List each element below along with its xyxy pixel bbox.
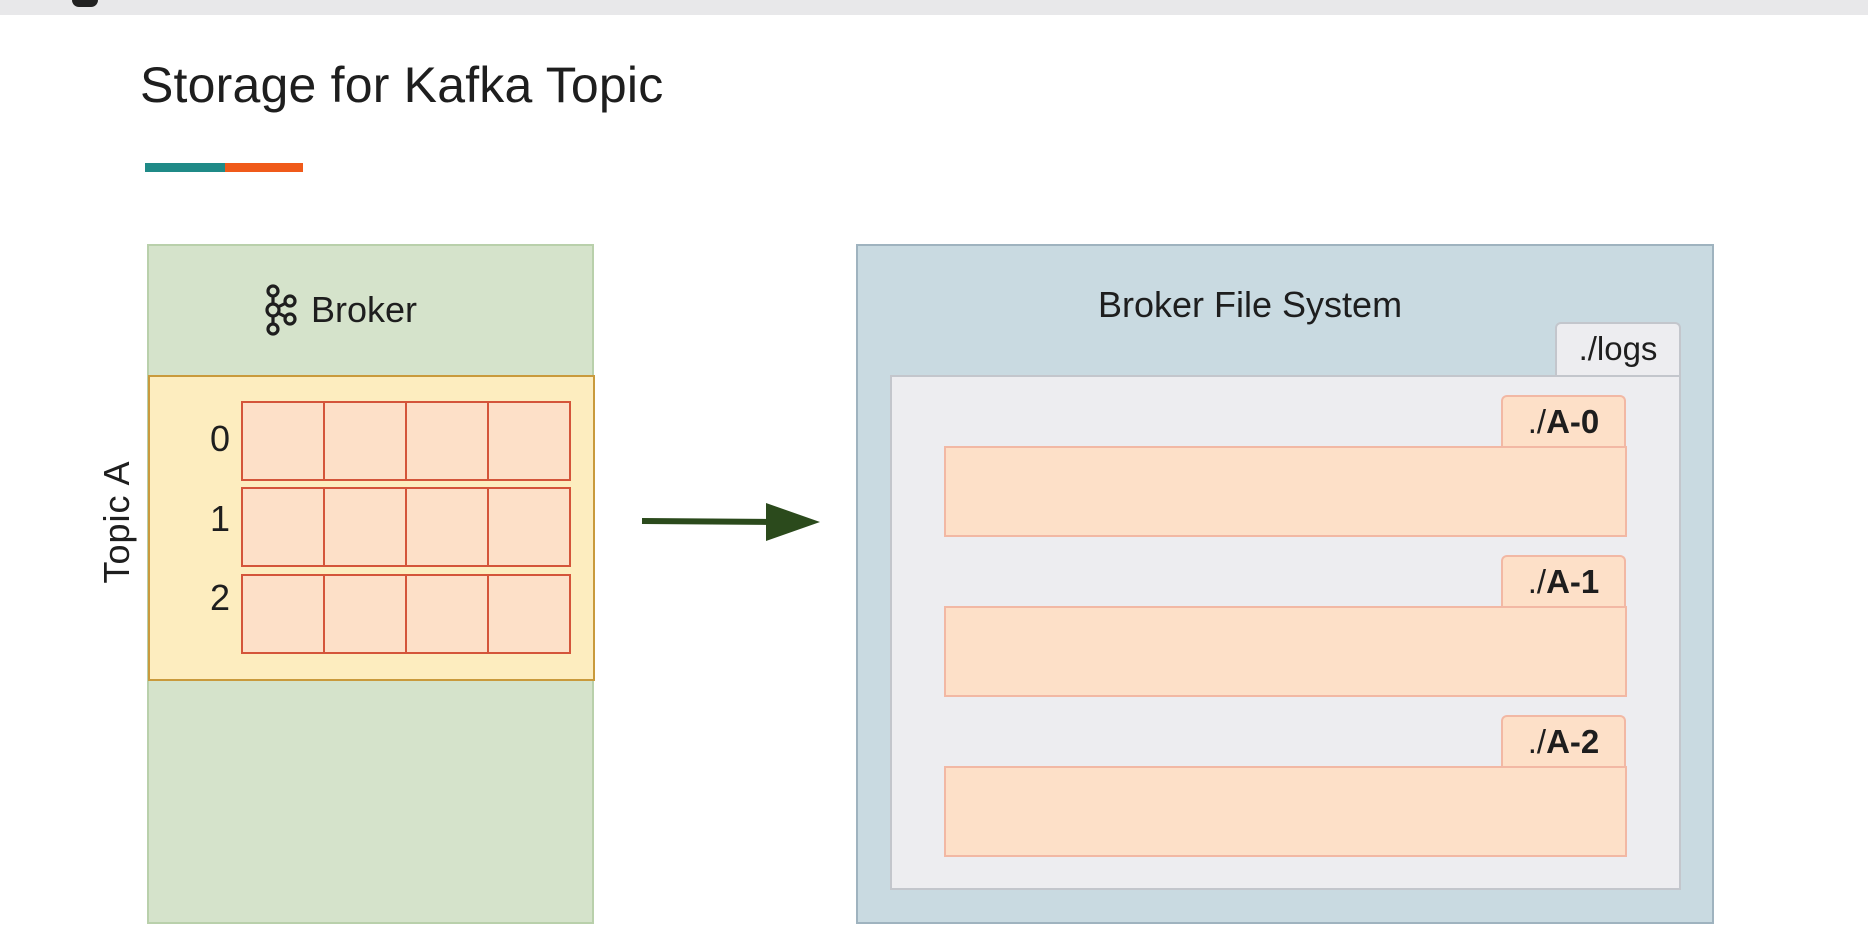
partition-cell — [325, 576, 407, 652]
right-arrow-icon — [641, 503, 820, 541]
topic-label-text: Topic A — [96, 460, 137, 584]
dir-name: A-1 — [1546, 563, 1600, 600]
partition-row-0 — [241, 401, 571, 481]
title-underline-orange — [225, 163, 303, 172]
top-strip-mark — [72, 0, 98, 7]
kafka-logo-icon — [265, 284, 297, 336]
partition-cell — [407, 489, 489, 565]
partition-number: 1 — [209, 498, 231, 539]
partition-cell — [489, 576, 569, 652]
partition-cell — [325, 489, 407, 565]
partition-cell — [243, 576, 325, 652]
top-strip — [0, 0, 1868, 15]
partition-cell — [407, 403, 489, 479]
partition-cell — [489, 403, 569, 479]
dir-tab-a2: ./A-2 — [1501, 715, 1626, 767]
dir-tab-a1: ./A-1 — [1501, 555, 1626, 607]
dir-prefix: ./ — [1527, 403, 1547, 440]
dir-prefix: ./ — [1527, 723, 1547, 760]
dir-name: A-2 — [1546, 723, 1600, 760]
partition-row-1 — [241, 487, 571, 567]
slide-title: Storage for Kafka Topic — [140, 57, 664, 113]
dir-name: A-0 — [1546, 403, 1600, 440]
partition-cell — [243, 403, 325, 479]
partition-number: 2 — [209, 577, 231, 618]
dir-folder-a2 — [944, 766, 1627, 857]
partition-cell — [489, 489, 569, 565]
title-underline-teal — [145, 163, 225, 172]
dir-folder-a0 — [944, 446, 1627, 537]
logs-folder-tab: ./logs — [1555, 322, 1681, 376]
dir-prefix: ./ — [1527, 563, 1547, 600]
broker-label: Broker — [311, 289, 418, 330]
broker-header: Broker — [263, 284, 417, 336]
dir-tab-a0: ./A-0 — [1501, 395, 1626, 447]
partition-row-2 — [241, 574, 571, 654]
title-underline — [145, 163, 303, 172]
partition-number: 0 — [209, 418, 231, 459]
dir-folder-a1 — [944, 606, 1627, 697]
file-system-title: Broker File System — [1098, 284, 1403, 325]
partition-cell — [407, 576, 489, 652]
partition-cell — [243, 489, 325, 565]
partition-cell — [325, 403, 407, 479]
